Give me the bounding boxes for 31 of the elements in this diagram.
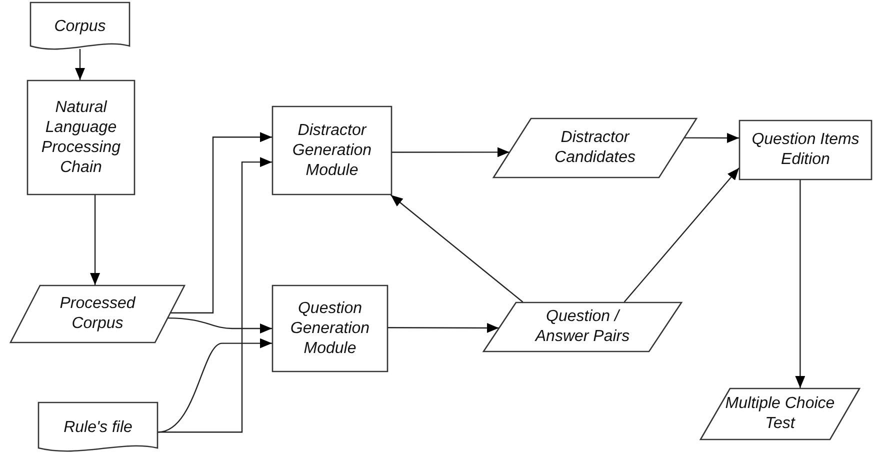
document-shape [30, 2, 130, 52]
arrow [75, 49, 85, 80]
node-label: Question Generation Module [289, 298, 371, 358]
data-parallelogram [10, 285, 185, 343]
data-parallelogram [483, 302, 682, 352]
process-box [272, 106, 392, 195]
arrow [170, 132, 272, 314]
arrow [388, 322, 499, 333]
arrow [90, 195, 100, 285]
process-box [739, 120, 872, 180]
node-label: Distractor Candidates [554, 128, 636, 168]
node-label: Rule's file [64, 418, 132, 438]
document-shape [38, 402, 158, 454]
arrow [390, 194, 524, 302]
node-label: Multiple Choice Test [725, 394, 835, 434]
arrow [168, 317, 272, 334]
process-box [272, 285, 388, 372]
node-label: Distractor Generation Module [291, 120, 373, 180]
arrow [158, 157, 272, 433]
arrow [684, 132, 739, 143]
arrow [795, 180, 806, 388]
node-label: Processed Corpus [58, 294, 137, 334]
node-label: Natural Language Processing Chain [40, 98, 122, 178]
arrow [624, 168, 740, 302]
process-box [27, 80, 135, 195]
data-parallelogram [493, 118, 697, 178]
data-parallelogram [700, 388, 860, 440]
node-label: Question Items Edition [750, 130, 860, 170]
node-label: Question / Answer Pairs [534, 307, 631, 347]
arrow [392, 147, 510, 158]
node-label: Corpus [54, 17, 106, 37]
